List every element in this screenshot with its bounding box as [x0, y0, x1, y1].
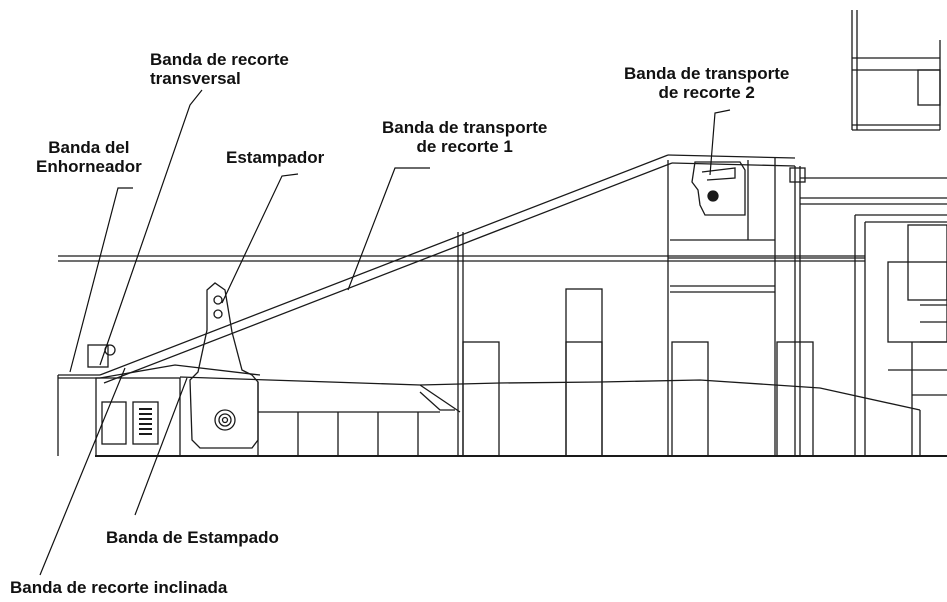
- estampador: [189, 282, 259, 449]
- transport-2-bracket: [691, 161, 746, 216]
- inclined-recorte-belt: [99, 154, 796, 384]
- label-banda-transporte-recorte-1: Banda de transporte de recorte 1: [382, 118, 548, 156]
- leader-estampador: [221, 173, 299, 304]
- leader-transporte-1: [347, 167, 430, 291]
- lower-cabinet: [257, 382, 455, 456]
- leader-estampado: [134, 377, 188, 516]
- label-banda-estampado: Banda de Estampado: [106, 528, 279, 547]
- leader-inclinada: [39, 367, 126, 576]
- lower-return-line: [179, 376, 461, 413]
- leader-lines: [39, 89, 731, 576]
- label-banda-recorte-transversal: Banda de recorte transversal: [150, 50, 289, 88]
- leader-enhorneador: [69, 187, 133, 373]
- right-structure: [789, 10, 947, 456]
- leader-transporte-2: [709, 109, 731, 176]
- label-banda-recorte-inclinada: Banda de recorte inclinada: [10, 578, 228, 597]
- transport-frame: [667, 158, 801, 456]
- support-post: [457, 232, 464, 456]
- label-banda-enhorneador: Banda del Enhorneador: [36, 138, 142, 176]
- label-banda-transporte-recorte-2: Banda de transporte de recorte 2: [624, 64, 790, 102]
- columns: [462, 288, 814, 457]
- leader-recorte-transversal: [99, 89, 203, 366]
- horizontal-rails: [58, 255, 865, 262]
- label-estampador: Estampador: [226, 148, 325, 167]
- enhorneador-belt: [57, 344, 116, 456]
